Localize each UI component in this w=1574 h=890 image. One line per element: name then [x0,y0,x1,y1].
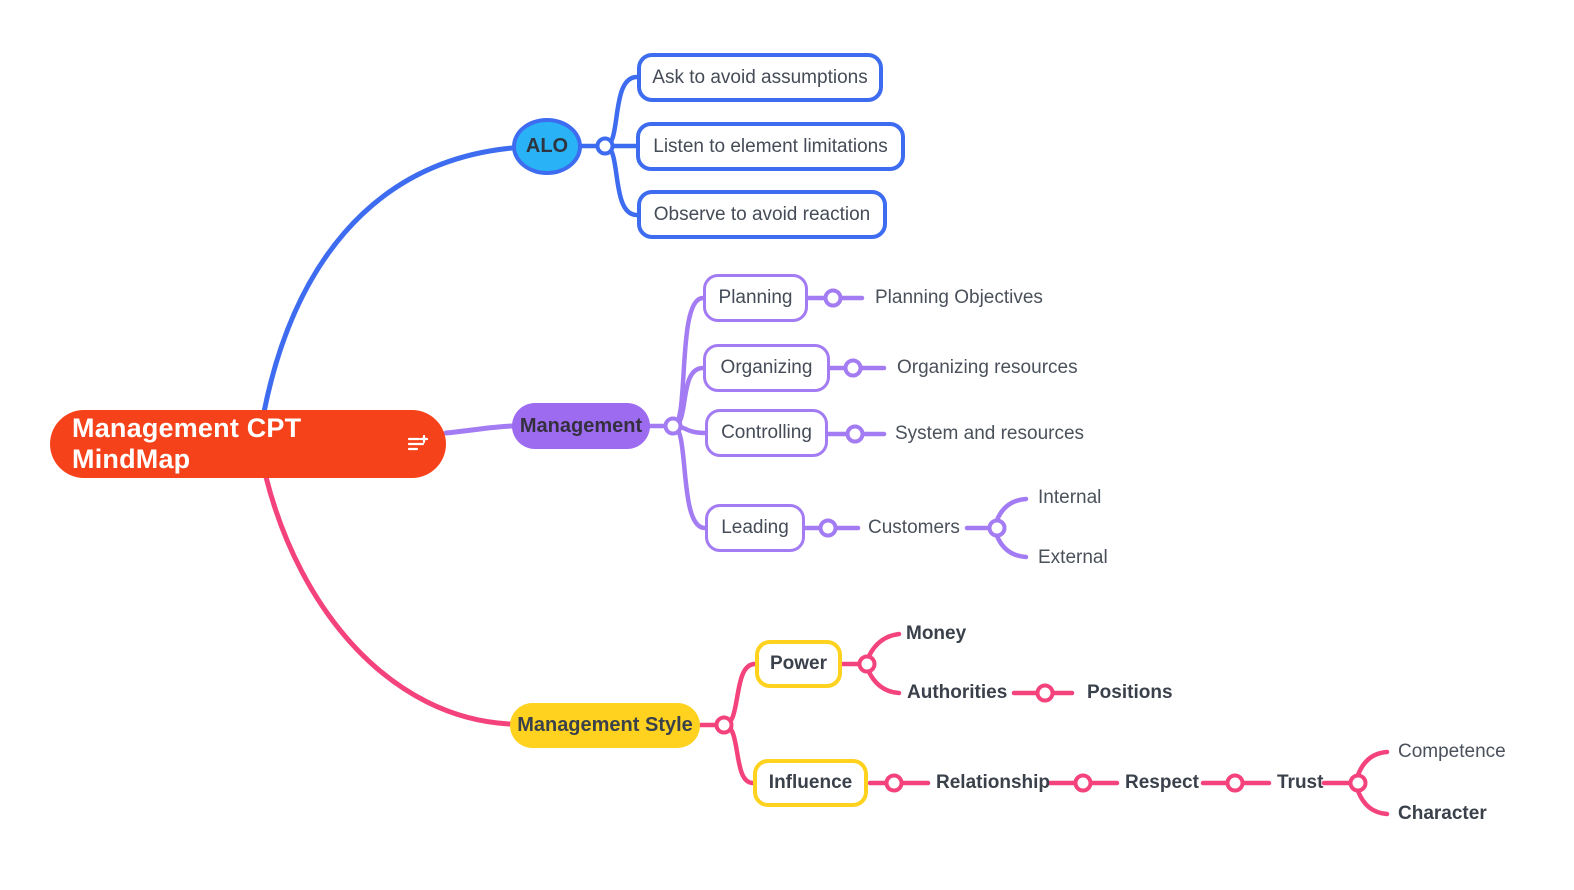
branch-toggle[interactable] [884,773,904,793]
branch-toggle[interactable] [823,288,843,308]
node-label: Observe to avoid reaction [653,203,871,225]
node-planning-objectives[interactable]: Planning Objectives [875,287,1043,308]
branch-toggle[interactable] [857,654,877,674]
node-label: Listen to element limitations [653,135,888,157]
node-controlling[interactable]: Controlling [705,409,828,457]
node-listen-to-element-limitations[interactable]: Listen to element limitations [636,122,905,171]
branch-node-alo[interactable]: ALO [512,118,582,175]
node-organizing[interactable]: Organizing [703,344,830,392]
branch-toggle[interactable] [1035,683,1055,703]
node-label: Planning [718,287,793,308]
node-label: Organizing [720,357,813,378]
node-label: Influence [768,772,853,793]
outline-plus-icon[interactable] [406,433,430,455]
node-internal[interactable]: Internal [1038,487,1102,508]
branch-toggle[interactable] [595,136,615,156]
branch-toggle[interactable] [845,424,865,444]
branch-toggle[interactable] [843,358,863,378]
node-authorities[interactable]: Authorities [907,682,1008,703]
root-label: Management CPT MindMap [72,413,302,474]
node-external[interactable]: External [1038,547,1108,568]
node-ask-to-avoid-assumptions[interactable]: Ask to avoid assumptions [637,53,883,102]
branch-label: Management [519,414,643,437]
node-label: Power [769,653,828,674]
node-respect[interactable]: Respect [1125,772,1199,793]
node-positions[interactable]: Positions [1087,682,1173,703]
branch-label: ALO [525,135,569,157]
node-organizing-resources[interactable]: Organizing resources [897,357,1078,378]
node-competence[interactable]: Competence [1398,741,1506,762]
node-label: Ask to avoid assumptions [652,66,868,88]
branch-toggle[interactable] [1073,773,1093,793]
node-influence[interactable]: Influence [753,759,868,807]
node-character[interactable]: Character [1398,803,1487,824]
branch-toggle[interactable] [663,416,683,436]
branch-toggle[interactable] [714,715,734,735]
node-trust[interactable]: Trust [1277,772,1324,793]
branch-label: Management Style [517,714,693,736]
node-label: Controlling [721,422,812,443]
node-money[interactable]: Money [906,623,967,644]
node-label: Leading [721,517,789,538]
node-planning[interactable]: Planning [703,274,808,322]
branch-node-management[interactable]: Management [512,403,650,449]
branch-toggle[interactable] [987,518,1007,538]
node-relationship[interactable]: Relationship [936,772,1051,793]
node-observe-to-avoid-reaction[interactable]: Observe to avoid reaction [637,190,887,239]
branch-toggle[interactable] [1348,773,1368,793]
node-system-and-resources[interactable]: System and resources [895,423,1085,444]
node-customers[interactable]: Customers [868,517,960,538]
branch-node-management-style[interactable]: Management Style [510,703,700,748]
branch-toggle[interactable] [1225,773,1245,793]
node-power[interactable]: Power [755,640,842,688]
node-leading[interactable]: Leading [705,504,805,552]
root-node[interactable]: Management CPT MindMap [50,410,446,478]
branch-toggle[interactable] [818,518,838,538]
